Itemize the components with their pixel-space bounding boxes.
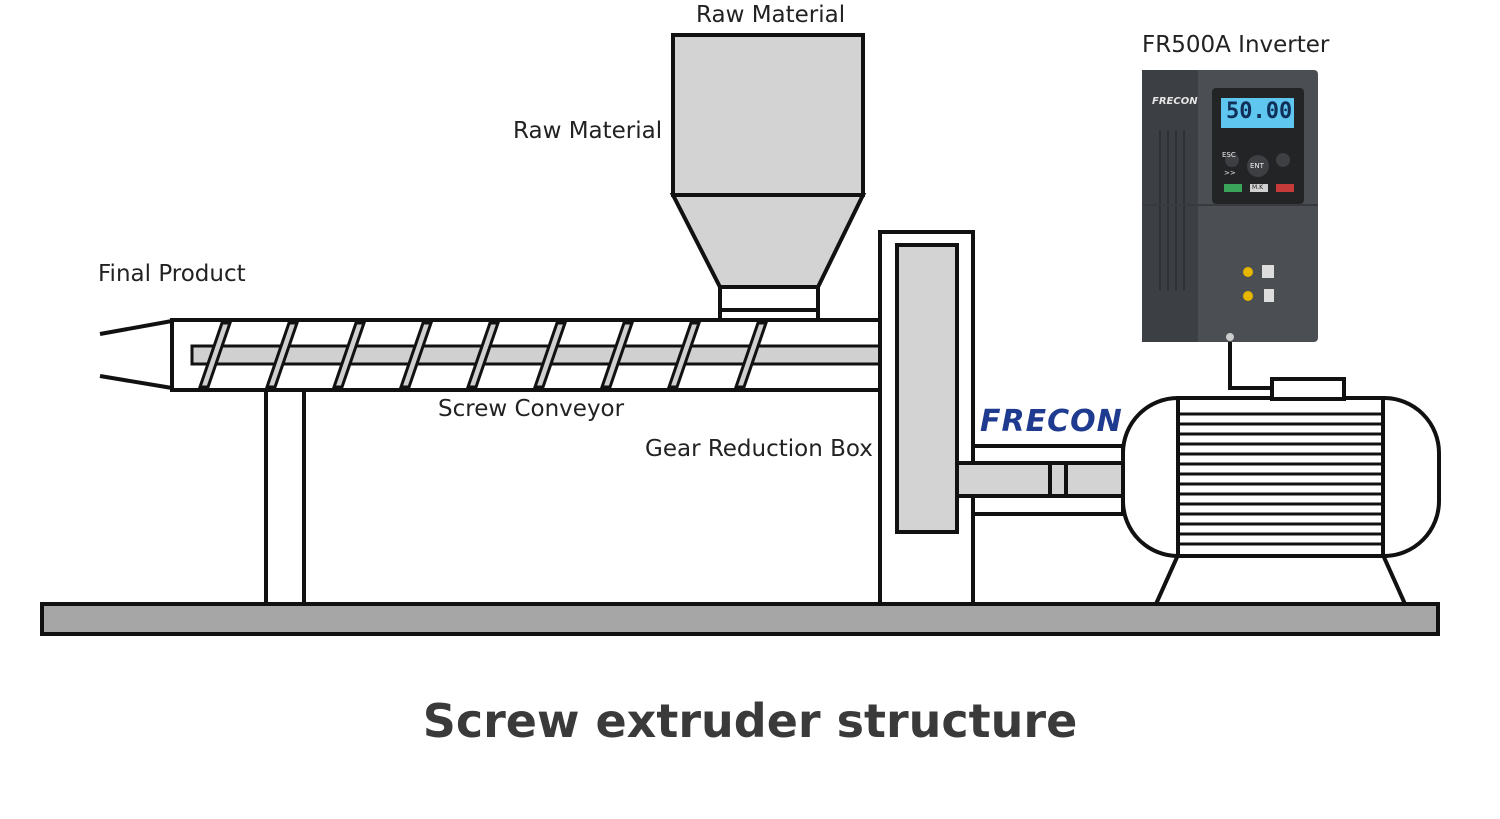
inverter-lcd xyxy=(1221,98,1294,128)
screw-flight xyxy=(465,321,501,389)
die-nozzle xyxy=(99,319,173,390)
coupling-shaft xyxy=(955,444,1125,516)
label-final-product: Final Product xyxy=(98,261,246,287)
motor xyxy=(1121,377,1441,558)
label-raw-material-side: Raw Material xyxy=(513,118,663,144)
gear-reduction-box xyxy=(878,230,975,606)
inverter-unit xyxy=(1142,70,1318,342)
warning-icon xyxy=(1243,291,1253,301)
inverter-cable xyxy=(1228,337,1272,390)
inverter-btn-shift: >> xyxy=(1224,169,1236,177)
label-inverter: FR500A Inverter xyxy=(1142,32,1330,58)
screw-flight xyxy=(398,321,434,389)
brand-logo: FRECON xyxy=(980,404,1123,439)
label-screw-conveyor: Screw Conveyor xyxy=(438,396,625,422)
inverter-btn-esc: ESC xyxy=(1222,151,1236,159)
screw-flight xyxy=(264,321,300,389)
screw-flight xyxy=(666,321,702,389)
base-plate xyxy=(40,602,1440,636)
diagram-caption: Screw extruder structure xyxy=(422,694,1078,748)
inverter-btn-mk: M.K xyxy=(1252,184,1264,191)
screw-flights xyxy=(197,321,769,389)
label-raw-material-top: Raw Material xyxy=(696,2,846,28)
motor-feet xyxy=(1154,554,1407,605)
inverter-display-reading: 50.00 xyxy=(1226,99,1293,124)
label-gear-box: Gear Reduction Box xyxy=(645,436,873,462)
motor-cooling-fins xyxy=(1178,412,1383,546)
warning-icon xyxy=(1243,267,1253,277)
screw-flight xyxy=(331,321,367,389)
inverter-device-logo: FRECON xyxy=(1152,96,1198,107)
barrel-support-leg xyxy=(264,388,306,606)
screw-flight xyxy=(733,321,769,389)
hopper xyxy=(669,33,867,322)
screw-flight xyxy=(197,321,233,389)
screw-flight xyxy=(532,321,568,389)
inverter-btn-ent: ENT xyxy=(1250,162,1264,170)
screw-flight xyxy=(599,321,635,389)
